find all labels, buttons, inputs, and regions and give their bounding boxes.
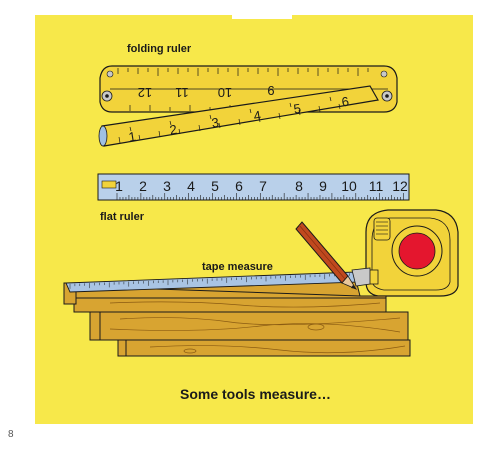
- wood-planks: [63, 279, 411, 357]
- caption: Some tools measure…: [180, 386, 331, 402]
- flat-ruler-number: 3: [163, 178, 171, 194]
- flat-ruler-number: 6: [235, 178, 243, 194]
- folding-bottom-number: 2: [169, 122, 178, 138]
- flat-ruler-number: 9: [319, 178, 327, 194]
- folding-top-number: 12: [138, 85, 152, 100]
- folding-bottom-number: 1: [128, 129, 137, 145]
- folding-top-number: 10: [218, 85, 232, 100]
- flat-ruler-number: 4: [187, 178, 195, 194]
- flat-ruler-number: 5: [211, 178, 219, 194]
- folding-bottom-number: 3: [211, 115, 220, 131]
- flat-ruler-number: 11: [369, 178, 384, 194]
- flat-ruler-number: 8: [295, 178, 303, 194]
- flat-ruler: 1 2 3 4 5 6 7 8 9 10 11 12: [97, 173, 410, 201]
- folding-bottom-number: 6: [341, 94, 350, 110]
- pencil: [295, 221, 358, 290]
- tape-measure: [365, 209, 459, 297]
- folding-top-number: 9: [267, 83, 274, 98]
- flat-ruler-label: flat ruler: [100, 211, 145, 223]
- flat-ruler-number: 12: [392, 178, 408, 194]
- tape-measure-label: tape measure: [202, 261, 273, 273]
- flat-ruler-number: 2: [139, 178, 147, 194]
- flat-ruler-number: 7: [259, 178, 267, 194]
- folding-bottom-number: 5: [293, 101, 302, 117]
- panel-notch: [232, 15, 292, 19]
- flat-ruler-number: 10: [341, 178, 357, 194]
- tape-blade: [65, 267, 371, 293]
- folding-bottom-number: 4: [253, 108, 262, 124]
- folding-ruler-label: folding ruler: [127, 43, 192, 55]
- flat-ruler-number: 1: [115, 178, 123, 194]
- folding-ruler: 12 11 10 9 1 2 3 4 5 6: [98, 65, 398, 147]
- page-number: 8: [8, 429, 14, 440]
- folding-top-number: 11: [175, 85, 189, 100]
